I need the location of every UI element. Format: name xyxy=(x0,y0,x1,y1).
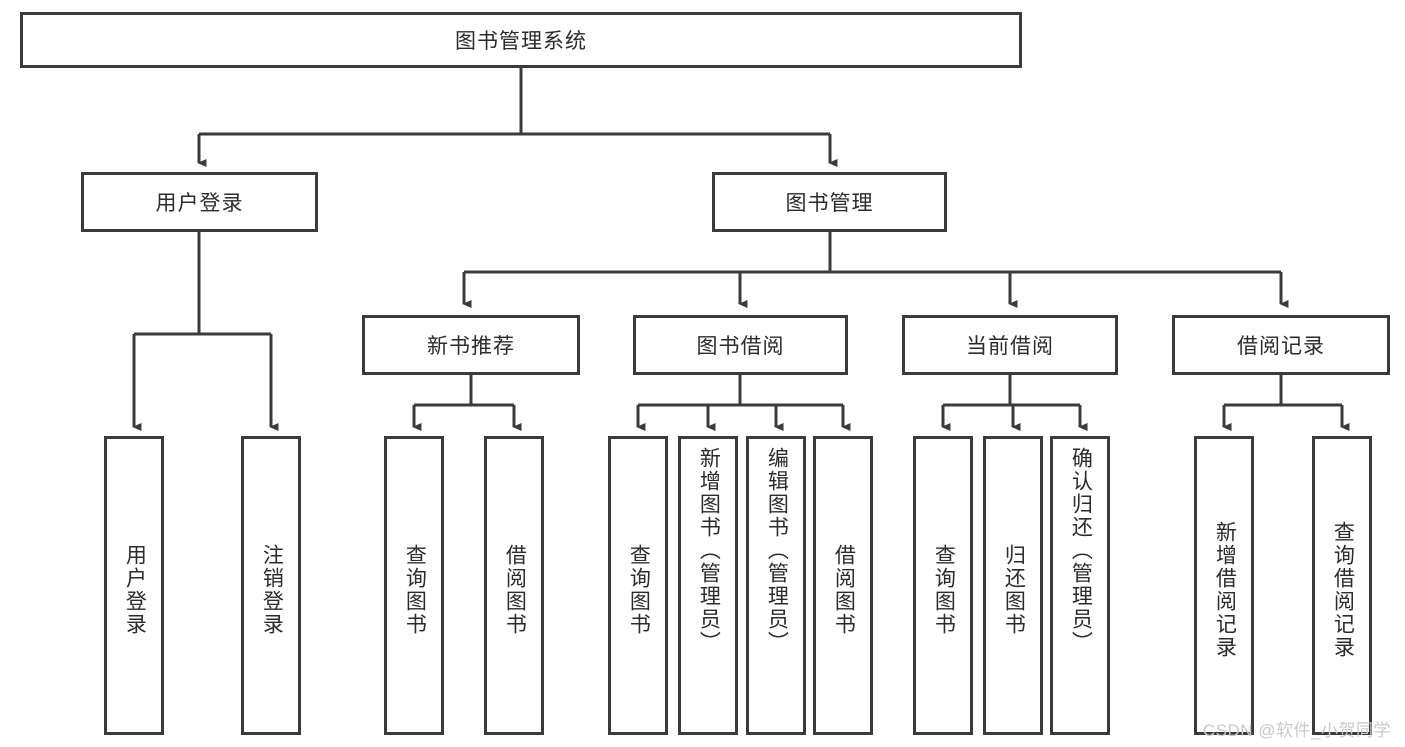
leaf-book-borrow-borrow[interactable]: 借阅图书 xyxy=(813,436,873,735)
leaf-book-borrow-edit-label: 编辑图书（管理员） xyxy=(765,447,789,654)
node-current-borrow-label: 当前借阅 xyxy=(966,335,1054,358)
node-book-management[interactable]: 图书管理 xyxy=(712,172,947,232)
leaf-user-login-logout[interactable]: 注销登录 xyxy=(241,436,301,735)
leaf-book-borrow-borrow-label: 借阅图书 xyxy=(832,543,856,636)
node-current-borrow[interactable]: 当前借阅 xyxy=(902,315,1118,375)
leaf-user-login-logout-label: 注销登录 xyxy=(260,543,284,636)
node-new-book-recommend[interactable]: 新书推荐 xyxy=(362,315,580,375)
leaf-book-borrow-query[interactable]: 查询图书 xyxy=(608,436,668,735)
node-book-management-label: 图书管理 xyxy=(785,192,874,215)
node-borrow-record[interactable]: 借阅记录 xyxy=(1172,315,1390,375)
leaf-borrow-record-add-label: 新增借阅记录 xyxy=(1213,520,1237,659)
node-book-borrow-label: 图书借阅 xyxy=(696,335,785,358)
node-new-book-recommend-label: 新书推荐 xyxy=(427,335,515,358)
node-root-label: 图书管理系统 xyxy=(455,30,587,53)
leaf-current-borrow-query-label: 查询图书 xyxy=(932,543,956,636)
leaf-user-login-login-label: 用户登录 xyxy=(123,543,147,636)
leaf-current-borrow-confirm-label: 确认归还（管理员） xyxy=(1069,447,1093,654)
leaf-current-borrow-confirm[interactable]: 确认归还（管理员） xyxy=(1050,436,1110,735)
node-user-login-label: 用户登录 xyxy=(155,192,244,215)
leaf-new-book-borrow[interactable]: 借阅图书 xyxy=(484,436,544,735)
leaf-borrow-record-query-label: 查询借阅记录 xyxy=(1331,520,1355,659)
watermark: CSDN @软件_小贺同学 xyxy=(1202,721,1391,740)
leaf-book-borrow-add[interactable]: 新增图书（管理员） xyxy=(678,436,738,735)
node-user-login[interactable]: 用户登录 xyxy=(81,172,318,232)
node-root[interactable]: 图书管理系统 xyxy=(20,12,1022,68)
leaf-book-borrow-query-label: 查询图书 xyxy=(627,543,651,636)
leaf-new-book-borrow-label: 借阅图书 xyxy=(503,543,527,636)
leaf-borrow-record-add[interactable]: 新增借阅记录 xyxy=(1194,436,1254,735)
leaf-new-book-query-label: 查询图书 xyxy=(403,543,427,636)
leaf-book-borrow-add-label: 新增图书（管理员） xyxy=(697,447,721,654)
leaf-current-borrow-return-label: 归还图书 xyxy=(1002,543,1026,636)
leaf-book-borrow-edit[interactable]: 编辑图书（管理员） xyxy=(746,436,806,735)
node-borrow-record-label: 借阅记录 xyxy=(1237,335,1325,358)
leaf-borrow-record-query[interactable]: 查询借阅记录 xyxy=(1312,436,1372,735)
leaf-new-book-query[interactable]: 查询图书 xyxy=(384,436,444,735)
leaf-current-borrow-return[interactable]: 归还图书 xyxy=(983,436,1043,735)
leaf-user-login-login[interactable]: 用户登录 xyxy=(104,436,164,735)
node-book-borrow[interactable]: 图书借阅 xyxy=(633,315,848,375)
leaf-current-borrow-query[interactable]: 查询图书 xyxy=(913,436,973,735)
